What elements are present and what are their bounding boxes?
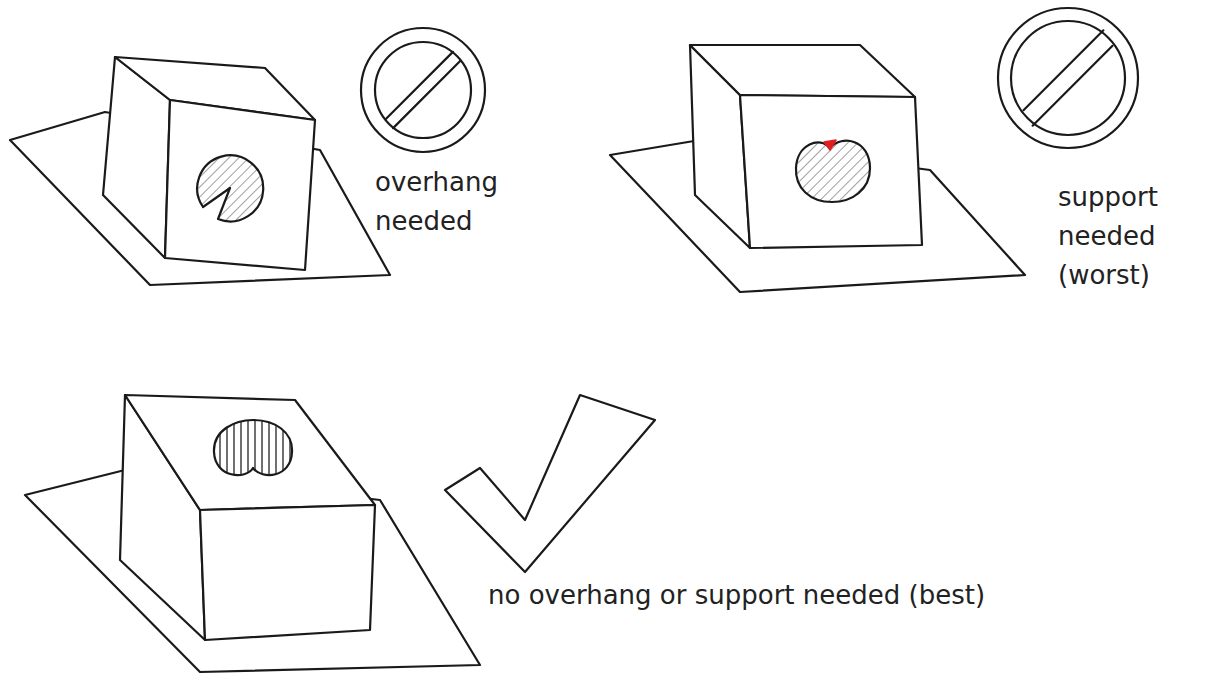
support-mark	[824, 140, 836, 150]
prohibited-bar	[1033, 46, 1113, 126]
hole-support	[796, 141, 870, 202]
prohibited-icon	[361, 28, 485, 152]
note-label: support needed (worst)	[1058, 178, 1203, 295]
cube-front-face	[165, 100, 315, 270]
prohibited-bar	[386, 52, 453, 119]
cube-front-face	[200, 505, 375, 640]
cube-top-face	[125, 395, 375, 510]
check-mark	[445, 395, 655, 572]
hole-top	[214, 420, 292, 475]
prohibited-icon	[998, 8, 1138, 148]
note-label: no overhang or support needed (best)	[488, 576, 1018, 615]
cube-top-face	[690, 45, 915, 97]
prohibited-bar	[393, 61, 460, 128]
prohibited-icon-inner	[1011, 21, 1125, 135]
note-label: overhang needed	[375, 163, 555, 241]
prohibited-bar	[1024, 30, 1104, 110]
hole-overhang	[197, 155, 263, 221]
cube-front-face	[740, 95, 922, 248]
prohibited-icon-inner	[375, 42, 471, 138]
